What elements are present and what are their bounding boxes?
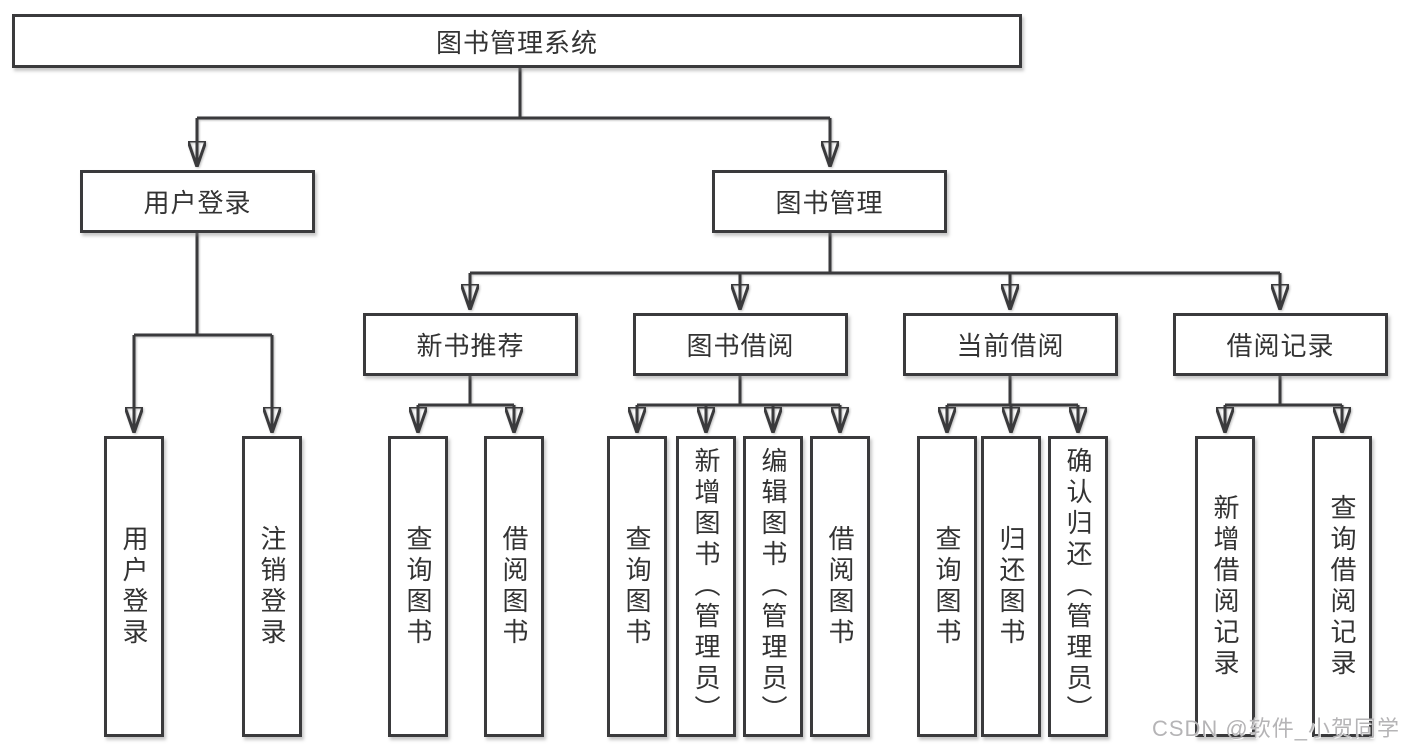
- leaf-label: 新增借阅记录: [1210, 493, 1240, 680]
- connector-bookborrow-to-leaves: [637, 376, 840, 432]
- node-current-borrowing: 当前借阅: [903, 313, 1118, 376]
- leaf-label: 查询图书: [403, 524, 433, 649]
- connector-currentborrow-to-leaves: [947, 376, 1078, 432]
- leaf-label: 编辑图书（管理员）: [758, 447, 788, 726]
- leaf-label: 归还图书: [996, 524, 1026, 649]
- leaf-query-books-2: 查询图书: [607, 436, 667, 737]
- leaf-add-borrow-record: 新增借阅记录: [1195, 436, 1255, 737]
- connector-borrowrecord-to-leaves: [1225, 376, 1342, 432]
- leaf-label: 查询图书: [932, 524, 962, 649]
- node-new-book-recommendation: 新书推荐: [363, 313, 578, 376]
- node-book-borrowing: 图书借阅: [633, 313, 848, 376]
- leaf-logout: 注销登录: [242, 436, 302, 737]
- leaf-return-books: 归还图书: [981, 436, 1041, 737]
- connector-bookmgmt-to-level3: [470, 233, 1280, 309]
- leaf-label: 确认归还（管理员）: [1063, 447, 1093, 726]
- csdn-watermark: CSDN @软件_小贺同学: [1151, 716, 1400, 741]
- node-label: 图书借阅: [686, 331, 795, 361]
- leaf-label: 查询借阅记录: [1327, 493, 1357, 680]
- leaf-query-books-3: 查询图书: [917, 436, 977, 737]
- node-label: 当前借阅: [956, 331, 1065, 361]
- connector-root-to-level2: [197, 68, 830, 166]
- node-label: 图书管理系统: [435, 27, 598, 58]
- node-user-login: 用户登录: [80, 170, 315, 233]
- leaf-user-login: 用户登录: [104, 436, 164, 737]
- leaf-borrow-books-2: 借阅图书: [810, 436, 870, 737]
- leaf-edit-books-admin: 编辑图书（管理员）: [743, 436, 803, 737]
- leaf-add-books-admin: 新增图书（管理员）: [676, 436, 736, 737]
- connector-newbookrec-to-leaves: [418, 376, 514, 432]
- leaf-borrow-books-1: 借阅图书: [484, 436, 544, 737]
- node-borrowing-records: 借阅记录: [1173, 313, 1388, 376]
- leaf-query-borrow-record: 查询借阅记录: [1312, 436, 1372, 737]
- node-label: 图书管理: [775, 188, 884, 218]
- leaf-query-books-1: 查询图书: [388, 436, 448, 737]
- connector-userlogin-to-leaves: [134, 233, 272, 432]
- leaf-label: 借阅图书: [499, 524, 529, 649]
- leaf-label: 用户登录: [119, 524, 149, 649]
- node-label: 新书推荐: [416, 331, 525, 361]
- node-label: 借阅记录: [1226, 331, 1335, 361]
- leaf-label: 新增图书（管理员）: [691, 447, 721, 726]
- leaf-confirm-return-admin: 确认归还（管理员）: [1048, 436, 1108, 737]
- node-book-management: 图书管理: [712, 170, 947, 233]
- node-label: 用户登录: [143, 188, 252, 218]
- leaf-label: 借阅图书: [825, 524, 855, 649]
- leaf-label: 注销登录: [257, 524, 287, 649]
- leaf-label: 查询图书: [622, 524, 652, 649]
- node-library-management-system: 图书管理系统: [12, 14, 1022, 68]
